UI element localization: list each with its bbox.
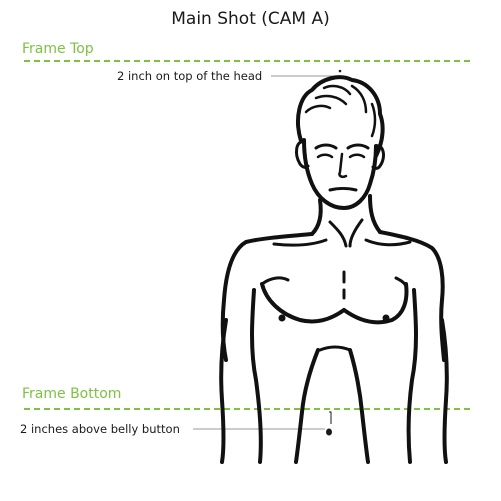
man-figure <box>219 75 449 464</box>
head-annotation: 2 inch on top of the head <box>117 69 263 83</box>
head-marker <box>338 69 342 73</box>
frame-bottom-label: Frame Bottom <box>22 386 122 402</box>
diagram-title: Main Shot (CAM A) <box>171 9 330 29</box>
belly-marker-stem <box>329 411 332 424</box>
belly-annotation: 2 inches above belly button <box>20 422 180 436</box>
frame-top-label: Frame Top <box>22 41 94 57</box>
belly-button-marker <box>326 428 332 436</box>
